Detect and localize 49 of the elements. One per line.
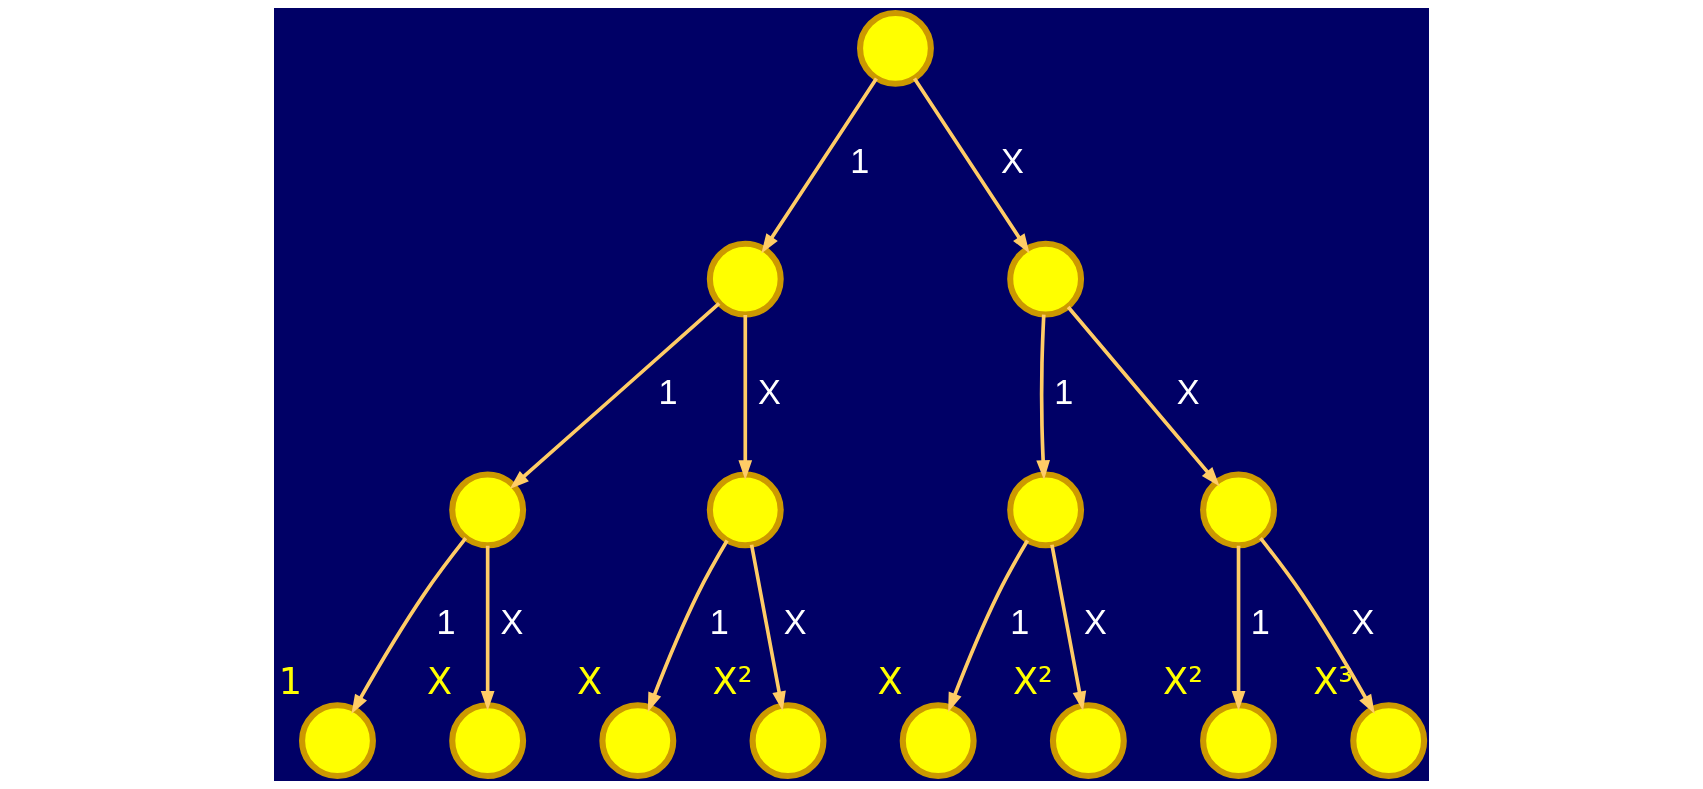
node-circle: [1200, 702, 1277, 780]
edge-label: 1: [436, 603, 456, 642]
edge-label: 1: [1250, 603, 1270, 642]
node-circle: [1200, 471, 1277, 549]
node-circle: [299, 702, 376, 780]
node-label: 1: [278, 660, 303, 704]
edge-label: X: [1351, 603, 1375, 642]
node-label: X: [426, 660, 452, 704]
node-circle: [706, 240, 784, 318]
edge-label: 1: [1010, 603, 1030, 642]
arrow: [1231, 545, 1246, 711]
arrow: [351, 537, 468, 715]
edge-label: 1: [709, 603, 729, 642]
node-circle: [1049, 702, 1127, 780]
node-circle: [749, 702, 827, 780]
edge-label: X: [500, 603, 524, 642]
node-label: X²: [1163, 660, 1203, 704]
edge-label: X: [1001, 141, 1024, 180]
node-circle: [1350, 702, 1428, 780]
arrow: [1259, 537, 1375, 715]
edge-label: X: [783, 603, 807, 642]
node-circle: [449, 702, 527, 780]
node-circle: [857, 9, 934, 87]
node-circle: [1007, 240, 1085, 318]
arrow: [761, 77, 878, 254]
arrow: [1050, 544, 1087, 712]
node-circle: [1007, 471, 1085, 549]
node-label: X: [877, 660, 903, 704]
arrow: [749, 544, 786, 712]
edge-label: 1: [658, 372, 678, 411]
node-circle: [899, 702, 977, 780]
arrow: [912, 77, 1030, 254]
arrow: [738, 315, 753, 480]
edge-label: 1: [850, 141, 870, 180]
arrow: [948, 539, 1030, 713]
arrow: [647, 539, 729, 713]
arrow: [1066, 305, 1220, 487]
arrow: [1036, 314, 1050, 480]
arrow: [480, 545, 495, 711]
node-label: X: [577, 660, 603, 704]
node-circle: [706, 471, 784, 549]
node-circle: [599, 702, 677, 780]
node-label: X²: [712, 660, 753, 704]
edge-label: X: [758, 372, 781, 411]
arrow: [509, 302, 721, 490]
edge-label: 1: [1054, 372, 1074, 411]
node-label: X²: [1012, 660, 1053, 704]
edge-label: X: [1084, 603, 1107, 642]
edge-label: X: [1176, 372, 1200, 411]
